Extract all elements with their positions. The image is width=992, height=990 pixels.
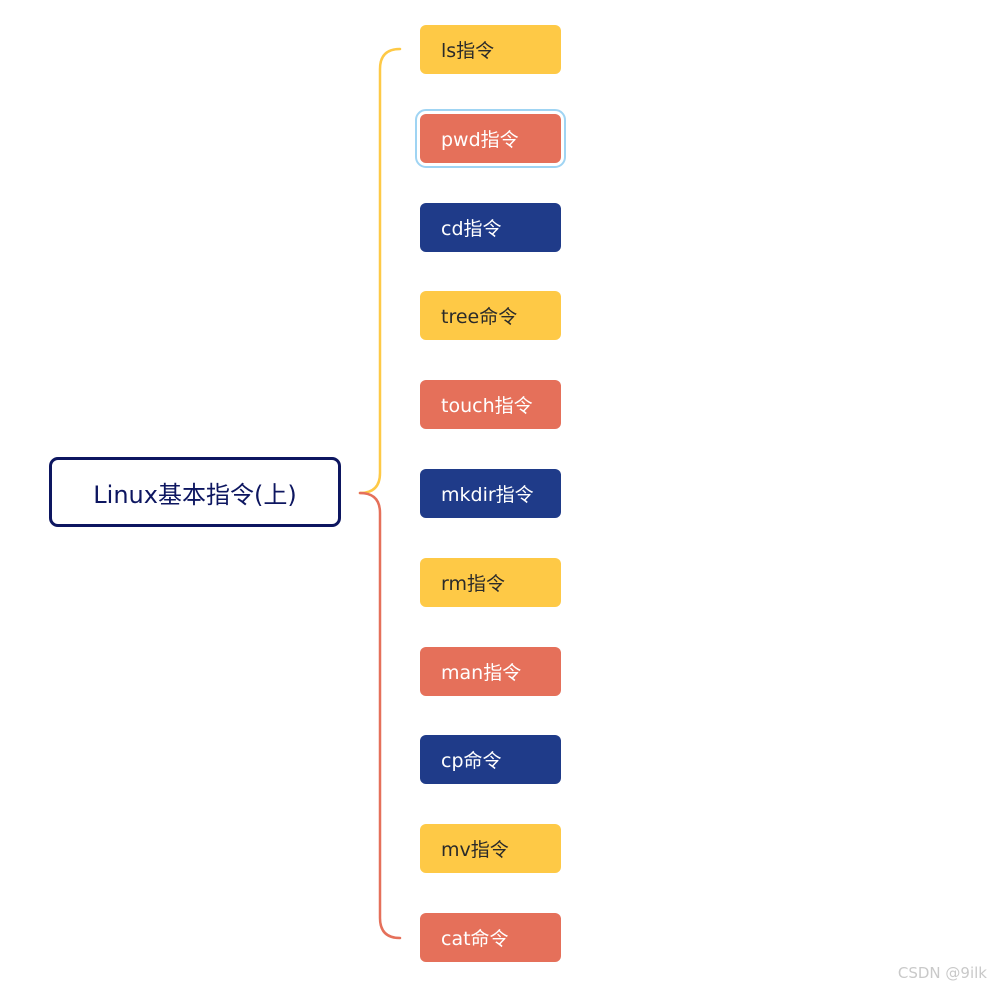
child-node-label: rm指令 [441, 573, 505, 595]
child-node-label: touch指令 [441, 395, 533, 417]
child-node-label: pwd指令 [441, 129, 519, 151]
child-node-label: mv指令 [441, 839, 509, 861]
child-node-label: cp命令 [441, 750, 502, 772]
root-node-label: Linux基本指令(上) [93, 480, 297, 509]
watermark: CSDN @9ilk [897, 964, 987, 982]
child-node-label: man指令 [441, 662, 522, 684]
child-node-6[interactable]: rm指令 [420, 558, 561, 607]
child-node-8[interactable]: cp命令 [420, 735, 561, 784]
child-node-1[interactable]: pwd指令 [415, 109, 566, 168]
child-node-10[interactable]: cat命令 [420, 913, 561, 962]
root-node-linux-basic-commands[interactable]: Linux基本指令(上) [49, 457, 341, 527]
child-node-9[interactable]: mv指令 [420, 824, 561, 873]
child-node-4[interactable]: touch指令 [420, 380, 561, 429]
child-node-label: cd指令 [441, 218, 502, 240]
child-node-3[interactable]: tree命令 [420, 291, 561, 340]
child-node-label: cat命令 [441, 928, 509, 950]
lower-bracket-line [358, 491, 402, 940]
child-node-7[interactable]: man指令 [420, 647, 561, 696]
child-node-2[interactable]: cd指令 [420, 203, 561, 252]
child-node-label: mkdir指令 [441, 484, 534, 506]
child-node-label: ls指令 [441, 40, 495, 62]
child-node-0[interactable]: ls指令 [420, 25, 561, 74]
upper-bracket-line [358, 47, 402, 495]
child-node-label: tree命令 [441, 306, 518, 328]
child-node-5[interactable]: mkdir指令 [420, 469, 561, 518]
